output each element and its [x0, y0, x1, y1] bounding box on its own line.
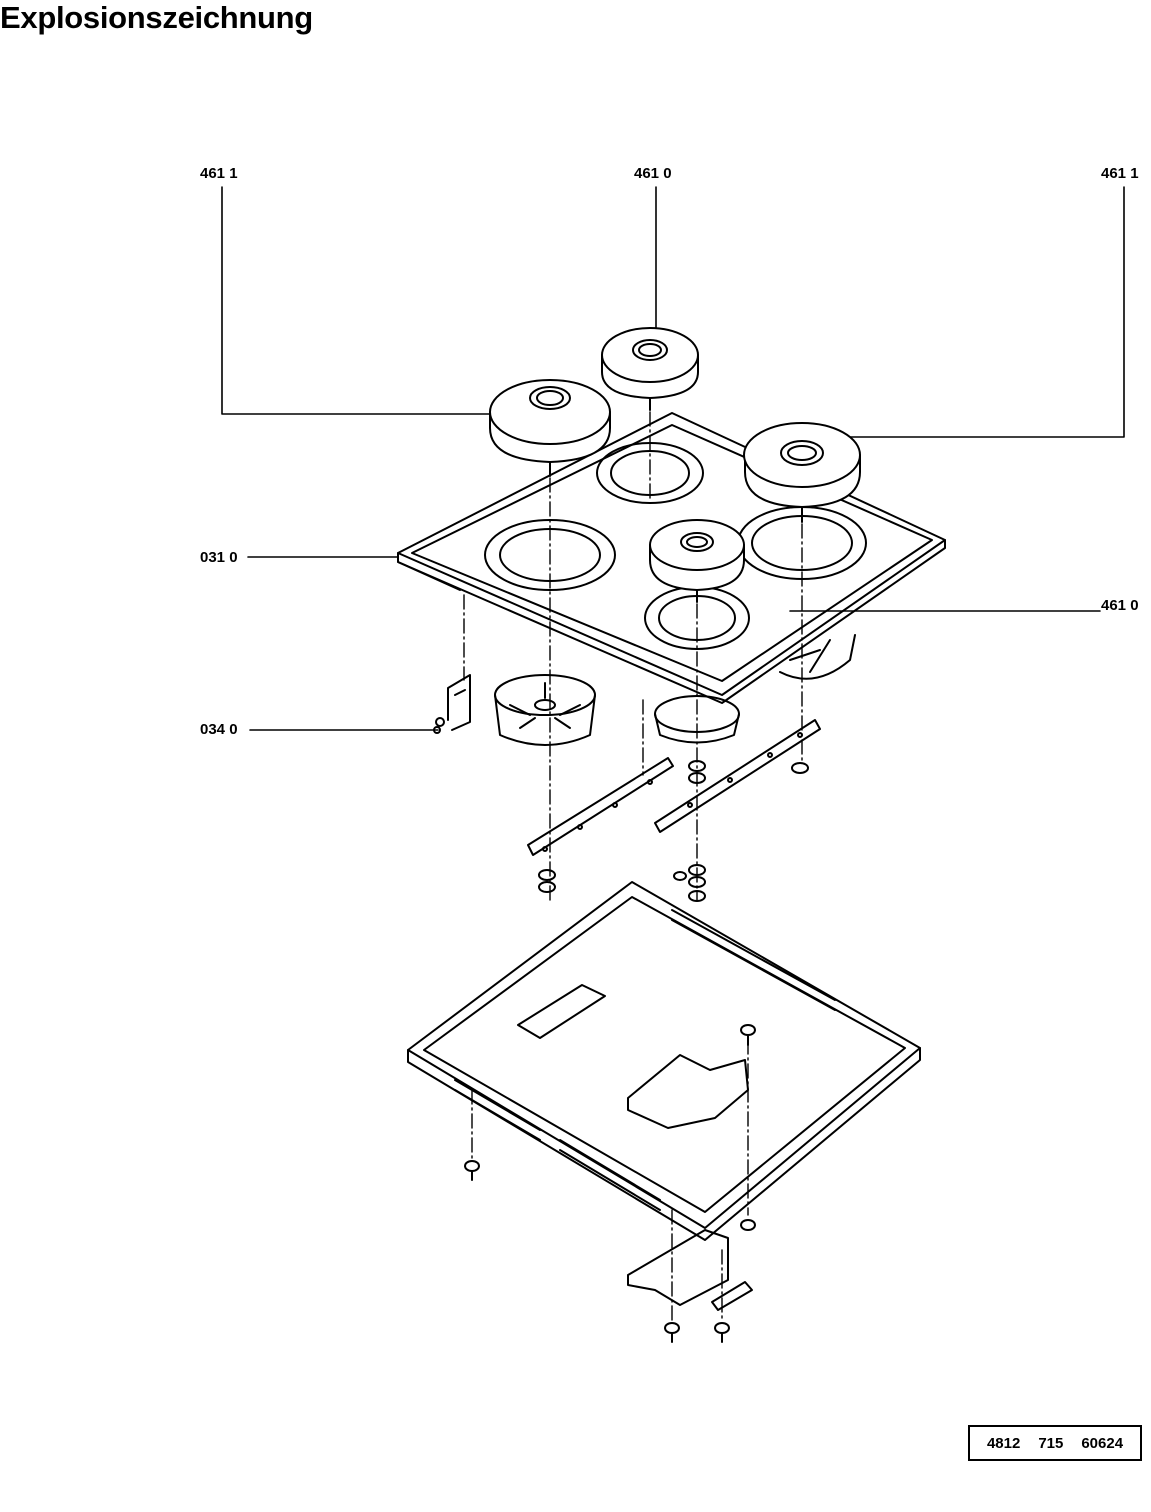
leader-lines — [221, 186, 1125, 731]
burner-left-back — [489, 379, 611, 477]
burner-center-back — [601, 327, 699, 411]
cooktop-plate — [397, 412, 946, 704]
callout-cooktop-plate: 031 0 — [200, 549, 238, 566]
callout-bracket: 034 0 — [200, 721, 238, 738]
assembly-axes — [463, 411, 803, 1321]
callout-burner-left-back: 461 1 — [200, 165, 238, 182]
burner-right-back — [743, 422, 861, 523]
callout-burner-right-back: 461 1 — [1101, 165, 1139, 182]
mounting-rails — [527, 719, 821, 856]
part-number-suffix: 60624 — [1081, 1434, 1124, 1452]
cover-plate — [627, 1229, 753, 1311]
screws — [464, 1024, 756, 1343]
lower-pan — [407, 881, 921, 1241]
callout-burner-center-back: 461 0 — [634, 165, 672, 182]
page-title: Explosionszeichnung — [0, 0, 313, 35]
part-number-middle: 715 — [1038, 1434, 1064, 1452]
burner-bowls — [494, 634, 856, 746]
burner-front — [649, 519, 745, 603]
part-number-box: 4812 715 60624 — [968, 1425, 1142, 1461]
bracket — [433, 674, 471, 734]
fasteners — [538, 760, 809, 902]
part-number-prefix: 4812 — [986, 1434, 1021, 1452]
callout-burner-front: 461 0 — [1101, 597, 1139, 614]
